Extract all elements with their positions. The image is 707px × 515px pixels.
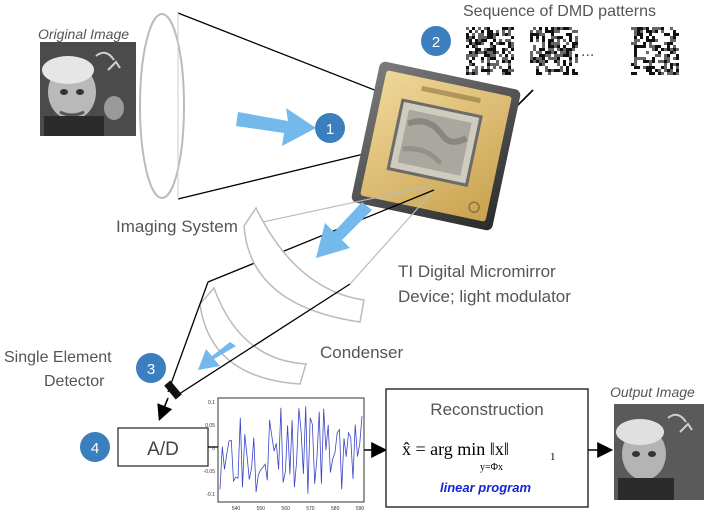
ray-to-detector-left (167, 281, 209, 393)
output-image-label: Output Image (610, 384, 695, 400)
dmd-label-line1: TI Digital Micromirror (398, 262, 556, 281)
plot-xtick-label: 580 (331, 506, 340, 512)
dmd-chip (351, 61, 521, 231)
imaging-system-label: Imaging System (116, 217, 238, 236)
step-badge-2: 2 (421, 26, 451, 56)
light-arrow-1 (236, 108, 316, 146)
plot-ytick-label: -0.1 (206, 492, 215, 498)
svg-text:3: 3 (147, 361, 155, 378)
dmd-pattern-1 (466, 27, 514, 75)
condenser-label: Condenser (320, 343, 404, 362)
reconstruction-title: Reconstruction (430, 400, 543, 419)
step-badge-3: 3 (136, 353, 166, 383)
ray-upper (243, 185, 431, 227)
plot-ytick-label: 0 (212, 446, 215, 452)
plot-ytick-label: 0.1 (208, 400, 215, 406)
detector-to-ad-arrow (157, 397, 173, 421)
linear-program-label: linear program (440, 480, 531, 495)
plot-ytick-label: -0.05 (204, 469, 216, 475)
output-image-photo (614, 404, 704, 500)
single-element-detector (164, 380, 182, 400)
dmd-pattern-2 (530, 27, 578, 75)
detector-label-line2: Detector (44, 373, 105, 390)
svg-text:1: 1 (326, 121, 334, 138)
dmd-pattern-3 (631, 27, 679, 75)
condenser-lenses (199, 206, 365, 385)
plot-xtick-label: 570 (306, 506, 315, 512)
ad-converter-box: A/D (117, 427, 209, 467)
dmd-label-line2: Device; light modulator (398, 287, 571, 306)
svg-text:4: 4 (91, 440, 99, 457)
ellipsis: ... (581, 43, 594, 60)
ad-label: A/D (147, 439, 179, 460)
detector-label-line1: Single Element (4, 349, 112, 366)
imaging-system-lens (139, 12, 401, 200)
original-image-photo (40, 42, 136, 136)
plot-ytick-label: 0.05 (205, 423, 215, 429)
formula-norm-subscript: 1 (550, 451, 556, 463)
svg-text:2: 2 (432, 34, 440, 51)
dmd-pattern-sequence (466, 27, 679, 75)
ray-to-detector-right (175, 283, 351, 397)
ray-lower (349, 189, 435, 285)
ray-black-upper (207, 189, 435, 283)
step-badge-4: 4 (80, 432, 110, 462)
light-arrow-2 (316, 202, 372, 258)
light-arrow-3 (198, 342, 236, 370)
original-image-label: Original Image (38, 26, 129, 42)
plot-xtick-label: 560 (281, 506, 290, 512)
formula-constraint: y=Φx (480, 462, 503, 473)
plot-xtick-label: 590 (356, 506, 365, 512)
measurement-signal-plot: 0.1 0.05 0 -0.05 -0.1 540 550 560 570 580 590 (204, 397, 365, 512)
signal-trace (219, 406, 363, 494)
step-badge-1: 1 (315, 113, 345, 143)
plot-xtick-label: 550 (257, 506, 266, 512)
dmd-patterns-label: Sequence of DMD patterns (463, 3, 656, 20)
formula-main: x̂ = arg min ‖x‖ (402, 439, 509, 459)
reconstruction-box: Reconstruction x̂ = arg min ‖x‖ 1 y=Φx l… (385, 388, 589, 508)
plot-xtick-label: 540 (232, 506, 241, 512)
